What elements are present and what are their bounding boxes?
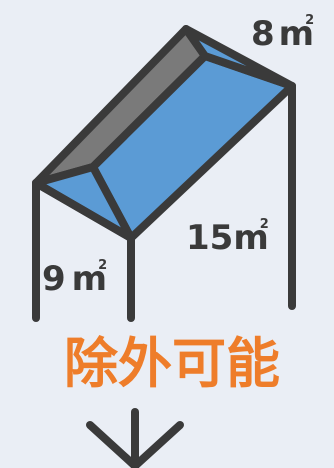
roof-gable-back-face — [182, 25, 296, 90]
exclusion-caption: 除外可能 — [64, 332, 280, 395]
roof-right-slope-face — [89, 52, 296, 242]
area-label-side: 15m2 — [186, 217, 269, 258]
down-arrow-icon — [86, 408, 184, 468]
wall-front-bottom-edge — [32, 179, 135, 242]
